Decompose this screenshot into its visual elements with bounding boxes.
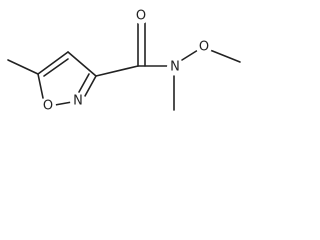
- bond-n2-o1: [54, 101, 73, 106]
- label-bg-carbonyl-o: [133, 8, 149, 24]
- bond-o1-c5: [37, 73, 44, 99]
- label-bg-ring-n: [70, 93, 86, 109]
- atom-label-methoxy-oxygen: O: [199, 40, 209, 55]
- bond-o-methyl: [209, 49, 241, 63]
- bond-c3-n2-double: [78, 73, 90, 93]
- label-bg-methoxy-o: [196, 39, 212, 55]
- atom-label-ring-nitrogen: N: [73, 94, 83, 109]
- atom-label-amide-nitrogen: N: [170, 60, 180, 75]
- molecule-diagram: O N O N O: [7, 8, 241, 114]
- atom-label-carbonyl-oxygen: O: [136, 9, 146, 24]
- bonds: [7, 21, 241, 111]
- bond-n-o: [181, 49, 199, 61]
- bond-c4-c3: [67, 51, 97, 77]
- atom-label-ring-oxygen: O: [43, 99, 53, 114]
- bond-c3-carbonyl: [95, 65, 139, 77]
- atom-labels: O N O N O: [40, 8, 212, 114]
- bond-c5-c4: [37, 51, 69, 75]
- label-bg-ring-o: [40, 98, 56, 114]
- bond-methyl-c5: [7, 59, 39, 75]
- label-bg-amide-n: [167, 59, 183, 75]
- bond-c3-n2: [84, 75, 97, 97]
- structure-canvas: O N O N O: [0, 0, 248, 126]
- bond-c5-c4-double: [43, 58, 69, 77]
